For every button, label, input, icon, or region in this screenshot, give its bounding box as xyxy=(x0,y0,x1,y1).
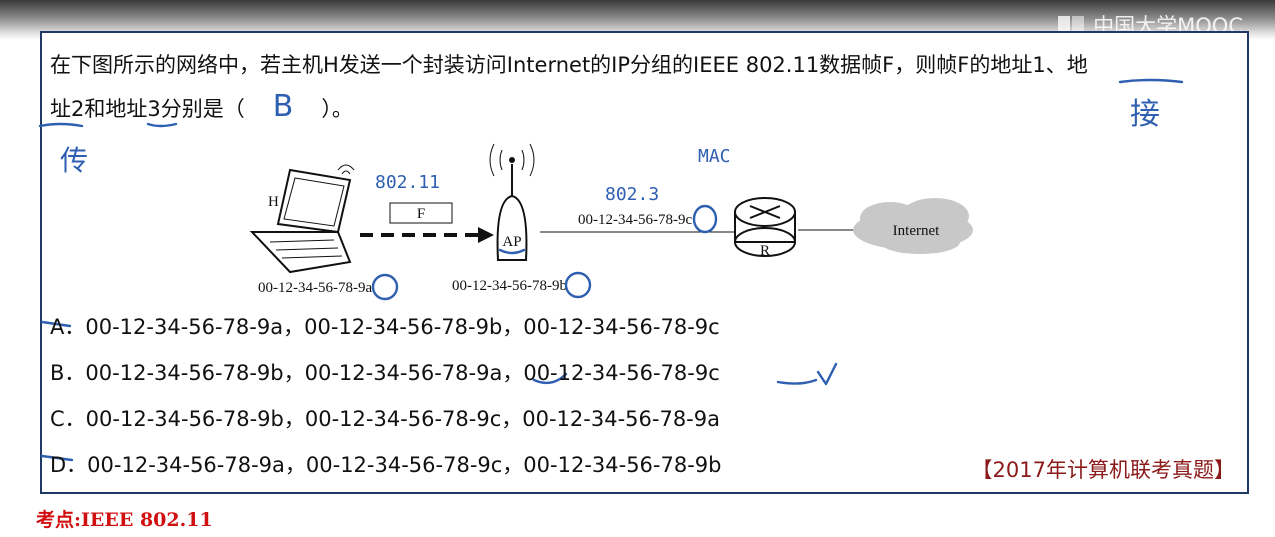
ink-underline-9c xyxy=(776,378,818,385)
ink-strike-d xyxy=(40,454,74,462)
ink-mac-note: MAC xyxy=(698,146,731,167)
ink-underline-addr3 xyxy=(146,122,178,128)
laptop-icon xyxy=(249,164,355,274)
option-a[interactable]: A．00-12-34-56-78-9a，00-12-34-56-78-9b，00… xyxy=(50,304,722,350)
internet-cloud-icon xyxy=(853,198,973,254)
frame-box xyxy=(389,202,453,224)
ink-underline-ap xyxy=(498,248,526,255)
ink-underline-right xyxy=(1118,78,1184,84)
frame-label: F xyxy=(417,206,425,222)
option-text: ．00-12-34-56-78-9b，00-12-34-56-78-9c，00-… xyxy=(64,407,720,431)
ap-label: AP xyxy=(502,234,521,250)
ink-mark-9a xyxy=(532,372,568,385)
slide-frame xyxy=(40,31,1249,494)
ap-icon xyxy=(489,143,535,261)
host-label: H xyxy=(268,194,279,210)
cloud-label: Internet xyxy=(893,223,940,239)
ink-circle-9a xyxy=(371,273,399,301)
option-letter: B xyxy=(50,361,65,385)
handwritten-answer: B xyxy=(272,89,294,124)
question-line2-suffix: ）。 xyxy=(321,97,353,121)
option-b[interactable]: B．00-12-34-56-78-9b，00-12-34-56-78-9a，00… xyxy=(50,350,722,396)
ink-eth-note: 802.3 xyxy=(605,184,659,205)
mac-host: 00-12-34-56-78-9a xyxy=(258,280,372,296)
question-text: 在下图所示的网络中，若主机H发送一个封装访问Internet的IP分组的IEEE… xyxy=(50,44,1250,130)
ink-recv-note: 接 xyxy=(1130,97,1160,132)
question-line1: 在下图所示的网络中，若主机H发送一个封装访问Internet的IP分组的IEEE… xyxy=(50,53,1088,77)
mac-router: 00-12-34-56-78-9c xyxy=(578,212,692,228)
option-text: ．00-12-34-56-78-9b，00-12-34-56-78-9a，00-… xyxy=(64,361,720,385)
ink-wifi-note: 802.11 xyxy=(375,172,440,193)
ink-check xyxy=(816,362,838,386)
source-tag: 【2017年计算机联考真题】 xyxy=(971,458,1235,482)
mooc-logo-icon xyxy=(1058,16,1085,34)
ink-circle-9b xyxy=(564,271,592,299)
router-label: R xyxy=(760,243,770,259)
keypoint: 考点:IEEE 802.11 xyxy=(36,509,213,531)
router-icon xyxy=(734,197,796,257)
option-text: ．00-12-34-56-78-9a，00-12-34-56-78-9c，00-… xyxy=(66,453,722,477)
option-text: ．00-12-34-56-78-9a，00-12-34-56-78-9b，00-… xyxy=(64,315,720,339)
option-c[interactable]: C．00-12-34-56-78-9b，00-12-34-56-78-9c，00… xyxy=(50,396,722,442)
mac-ap: 00-12-34-56-78-9b xyxy=(452,278,567,294)
ink-underline-left xyxy=(38,122,84,128)
ink-strike-a xyxy=(40,320,72,328)
ink-circle-9c xyxy=(692,204,718,234)
answer-options: A．00-12-34-56-78-9a，00-12-34-56-78-9b，00… xyxy=(50,304,722,488)
option-letter: D xyxy=(50,453,67,477)
option-d[interactable]: D．00-12-34-56-78-9a，00-12-34-56-78-9c，00… xyxy=(50,442,722,488)
question-line2-prefix: 址2和地址3分别是（ xyxy=(50,97,245,121)
ink-send-note: 传 xyxy=(60,144,88,177)
option-letter: C xyxy=(50,407,65,431)
frame-arrow-head xyxy=(478,227,494,243)
option-letter: A xyxy=(50,315,65,339)
network-diagram: H F AP R Internet 00-12-34-56-78-9a 00-1… xyxy=(249,143,973,301)
